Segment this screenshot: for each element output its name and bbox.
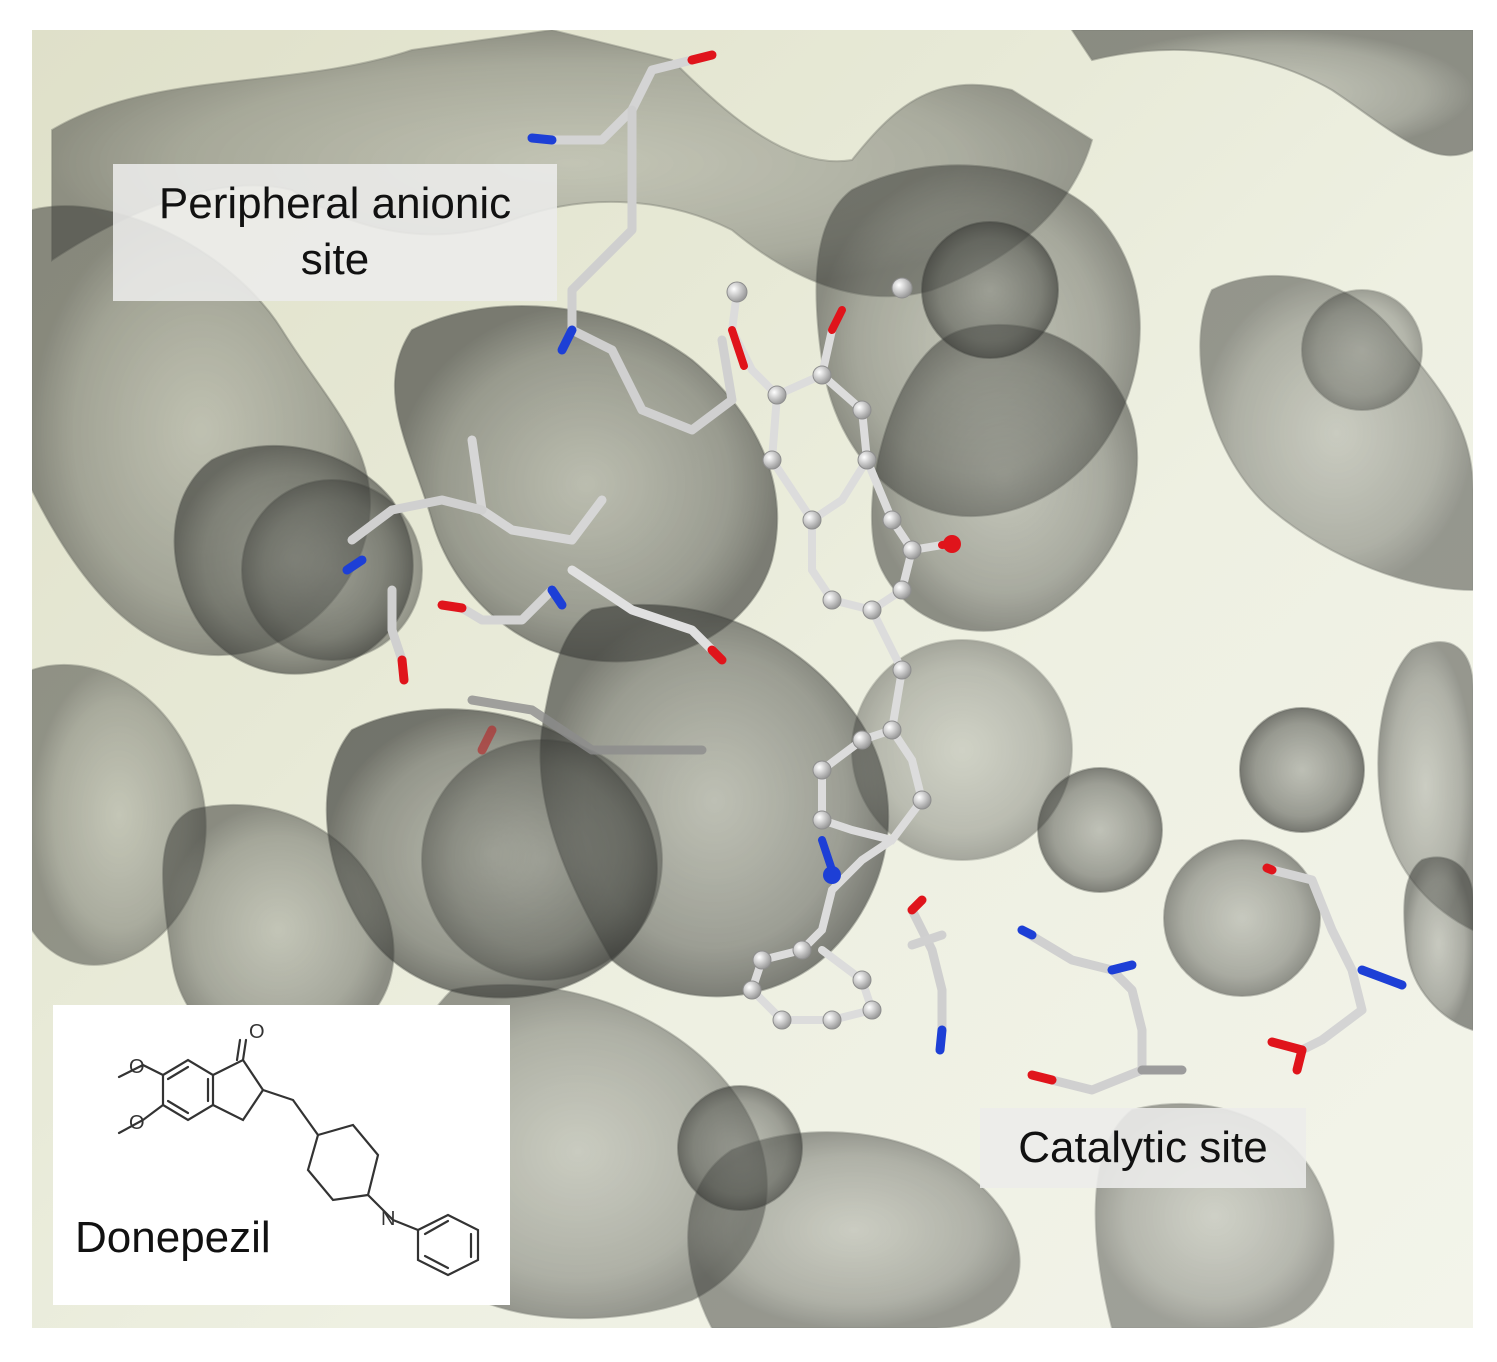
donepezil-skeletal-formula: O O O N [117,1021,480,1277]
docking-figure: Peripheral anionic site Catalytic site [32,30,1473,1328]
peripheral-anionic-site-label: Peripheral anionic site [113,164,557,301]
carbonyl-oxygen-label: O [249,1021,265,1043]
methoxy-oxygen-1-label: O [129,1056,145,1078]
peripheral-label-line2: site [300,235,370,284]
methoxy-oxygen-2-label: O [129,1112,145,1134]
protein-residues [342,50,1407,1095]
drug-name-label: Donepezil [75,1213,271,1262]
peripheral-label-line1: Peripheral anionic [158,179,512,228]
donepezil-structure-panel: O O O N Donepezil [53,1005,510,1305]
catalytic-site-label: Catalytic site [980,1108,1306,1188]
donepezil-ligand [726,277,961,1030]
piperidine-nitrogen-label: N [381,1208,395,1230]
